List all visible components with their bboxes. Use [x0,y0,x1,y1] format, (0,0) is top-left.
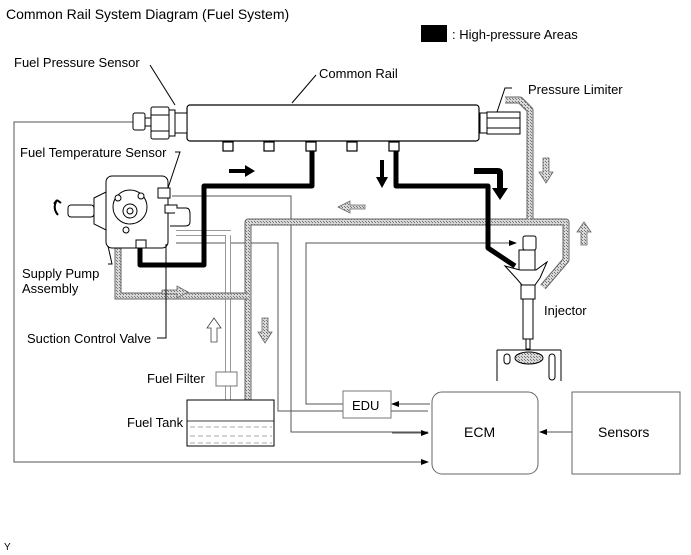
diagram-title: Common Rail System Diagram (Fuel System) [6,6,290,22]
return-arrow-right [161,285,189,299]
label-fuel-pressure-sensor: Fuel Pressure Sensor [14,55,140,70]
return-arrow-down [257,317,273,344]
label-supply-pump-line2: Assembly [22,281,79,296]
hp-arrow-bend [474,168,508,200]
legend-label: : High-pressure Areas [452,27,578,42]
injector [503,235,549,350]
engine-cylinder [496,349,562,381]
label-suction-control-valve: Suction Control Valve [27,331,152,346]
label-pressure-limiter: Pressure Limiter [528,82,623,97]
return-arrow-up [576,221,592,246]
fuel-tank [186,399,275,447]
hp-arrow-down [376,160,388,188]
return-arrow-left [337,200,366,214]
label-fuel-temperature-sensor: Fuel Temperature Sensor [20,145,167,160]
edu-label: EDU [352,398,380,413]
sensors-box [571,391,681,475]
supply-line [176,230,232,430]
supply-arrow-up [206,317,222,343]
return-arrow-down-right [538,157,554,184]
label-common-rail: Common Rail [319,66,398,81]
edu-box [342,390,392,419]
common-rail [186,104,480,152]
label-fuel-filter: Fuel Filter [147,371,205,386]
leader-lines [107,64,512,339]
sensors-label: Sensors [598,424,650,440]
ecm-box [431,391,539,475]
fuel-pressure-sensor [132,106,188,140]
ecm-label: ECM [464,424,496,440]
hp-arrow-right [229,165,255,177]
footer-mark: Y [4,542,11,553]
label-injector: Injector [544,303,587,318]
return-lines [114,96,570,400]
legend-swatch [421,25,447,42]
label-fuel-tank: Fuel Tank [127,415,184,430]
flow-arrows [161,157,592,344]
fuel-filter [215,371,238,387]
label-supply-pump-line1: Supply Pump [22,266,100,281]
high-pressure-lines [137,150,517,269]
pressure-limiter [479,111,521,135]
supply-pump [53,175,191,249]
